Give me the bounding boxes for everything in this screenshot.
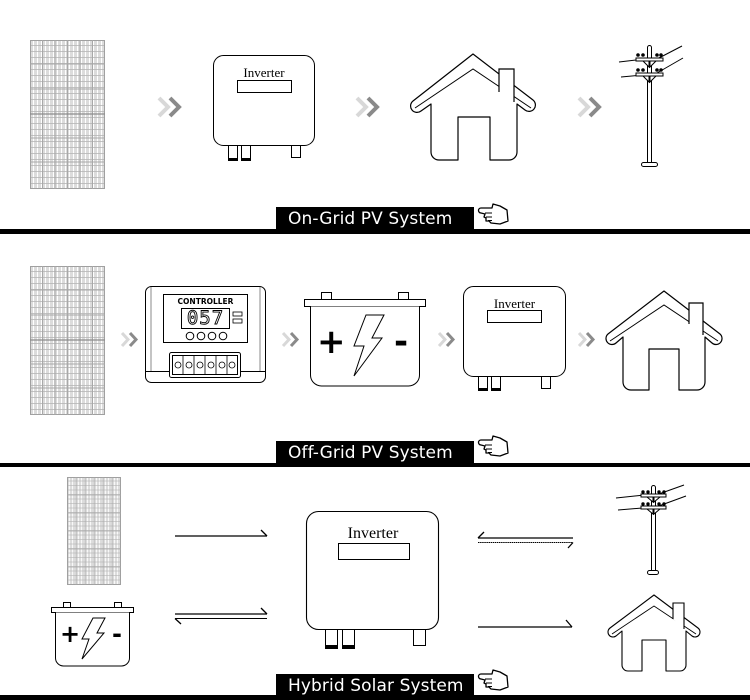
controller-label: CONTROLLER: [177, 297, 234, 306]
section-divider: [0, 229, 750, 234]
pointing-hand-icon: [477, 669, 509, 691]
section-title-hybrid: Hybrid Solar System: [276, 674, 474, 698]
pointing-hand-icon: [477, 435, 509, 457]
inverter: Inverter: [213, 55, 315, 163]
battery: + -: [304, 291, 426, 388]
battery: + -: [51, 601, 134, 667]
flow-chevron-icon: [437, 331, 456, 348]
arrow-right-icon: [478, 619, 573, 628]
section-divider: [0, 695, 750, 700]
bidirectional-arrow-icon: [477, 531, 574, 549]
house-icon: [605, 290, 723, 391]
flow-chevron-icon: [355, 96, 380, 118]
off-grid-section: CONTROLLER 057 + - Inverte: [0, 236, 750, 466]
hybrid-section: + - Inverter: [0, 467, 750, 700]
inverter: Inverter: [305, 510, 440, 653]
arrow-right-icon: [175, 529, 268, 537]
battery-minus-sign: -: [394, 322, 409, 362]
solar-panel-icon: [30, 40, 105, 189]
battery-plus-sign: +: [317, 322, 346, 362]
battery-icon: [304, 292, 426, 387]
section-title-on-grid: On-Grid PV System: [276, 207, 474, 231]
section-title-off-grid: Off-Grid PV System: [276, 441, 474, 465]
house-icon: [607, 594, 701, 672]
flow-chevron-icon: [157, 96, 182, 118]
charge-controller: CONTROLLER 057: [145, 286, 266, 384]
pointing-hand-icon: [477, 203, 509, 225]
battery-minus-sign: -: [112, 620, 122, 648]
flow-chevron-icon: [281, 331, 300, 348]
flow-chevron-icon: [577, 96, 602, 118]
inverter: Inverter: [463, 286, 566, 392]
flow-chevron-icon: [577, 331, 596, 348]
on-grid-section: Inverter On-Gr: [0, 0, 750, 236]
battery-plus-sign: +: [60, 620, 81, 648]
utility-pole-icon: [615, 484, 687, 575]
battery-icon: [51, 602, 134, 667]
solar-panel-icon: [30, 266, 105, 415]
inverter-label: Inverter: [493, 296, 536, 311]
flow-chevron-icon: [120, 331, 139, 348]
controller-display: 057: [186, 307, 225, 329]
bidirectional-arrow-icon: [174, 607, 268, 625]
utility-pole-icon: [618, 45, 684, 167]
inverter-label: Inverter: [243, 65, 285, 80]
house-icon: [410, 53, 536, 161]
inverter-label: Inverter: [347, 525, 399, 542]
section-divider: [0, 463, 750, 467]
inverter-icon: [305, 510, 440, 649]
inverter-icon: [463, 286, 566, 391]
inverter-icon: [213, 55, 315, 161]
charge-controller-icon: [145, 286, 266, 383]
solar-panel-icon: [67, 477, 121, 585]
